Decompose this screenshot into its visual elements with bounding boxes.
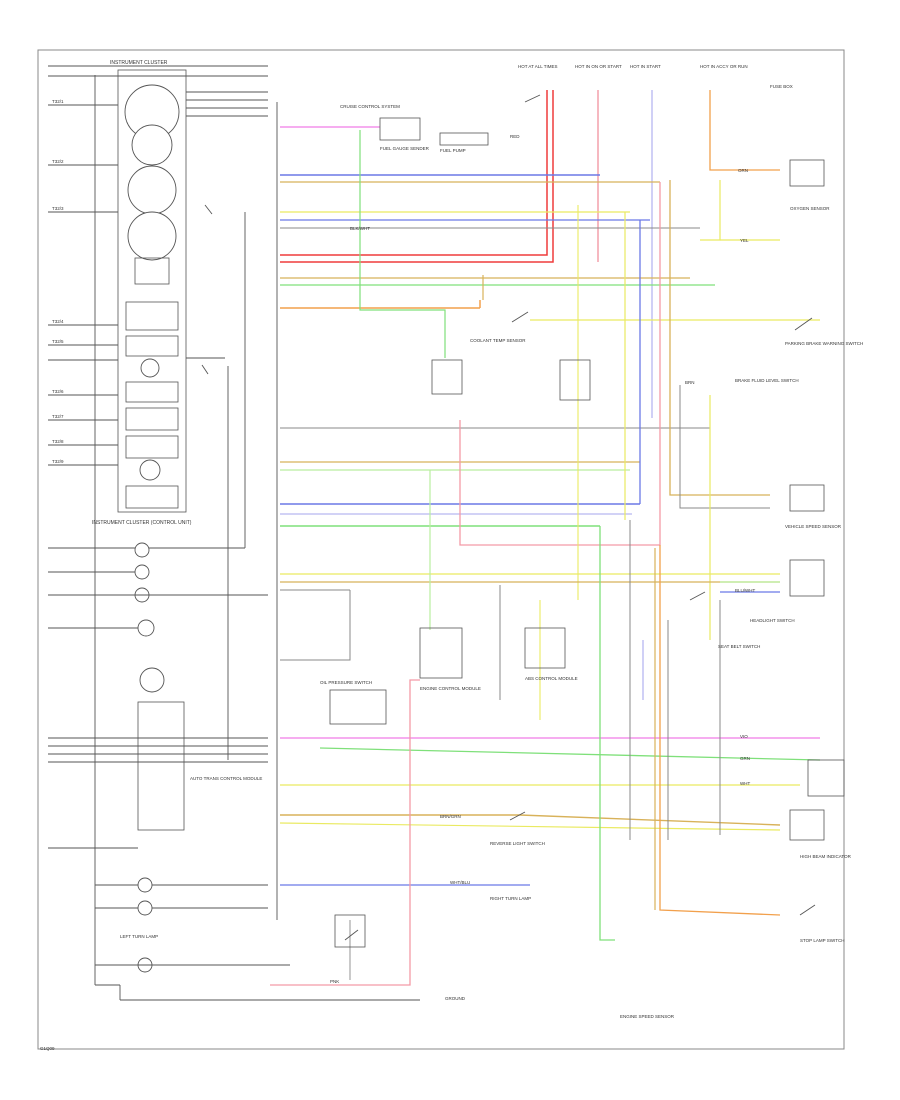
lamp-bulb — [137, 877, 153, 893]
temp-gauge — [127, 211, 177, 261]
component-label: HIGH BEAM INDICATOR — [800, 854, 852, 859]
diagram-frame — [37, 49, 845, 1050]
engine-speed-sensor-block — [419, 627, 463, 679]
lamp-bulb — [134, 542, 150, 558]
component-label: SEAT BELT SWITCH — [718, 644, 760, 649]
cruise-control-block — [439, 132, 489, 146]
conn-label: T32/2 — [52, 159, 64, 164]
component-label: ABS CONTROL MODULE — [525, 676, 578, 681]
cluster-caption: INSTRUMENT CLUSTER (CONTROL UNIT) — [92, 520, 192, 526]
component-label: REVERSE LIGHT SWITCH — [490, 841, 545, 846]
component-label: HEADLIGHT SWITCH — [750, 618, 795, 623]
left-connector-stubs — [48, 104, 118, 466]
oxygen-sensor-block — [789, 159, 825, 187]
components — [329, 117, 845, 948]
component-label: ENGINE CONTROL MODULE — [420, 686, 481, 691]
reverse-switch-block — [334, 914, 366, 948]
wire-label: WHT — [740, 781, 750, 786]
coolant-sensor-block — [431, 359, 463, 395]
footer-tag: G1Q09 — [40, 1046, 55, 1051]
component-label: VEHICLE SPEED SENSOR — [785, 524, 842, 529]
headlight-switch-block — [789, 809, 825, 841]
brake-fluid-switch-block — [789, 484, 825, 512]
wire-label: ORN — [738, 168, 748, 173]
lamp-bulb — [137, 619, 155, 637]
lamp-bulb — [134, 564, 150, 580]
conn-label: T32/5 — [52, 339, 64, 344]
cluster-header: INSTRUMENT CLUSTER — [110, 60, 168, 66]
wire-label: BRN/GRN — [440, 814, 461, 819]
wire-label: BLK/WHT — [350, 226, 370, 231]
text-labels: HOT AT ALL TIMES HOT IN ON OR START HOT … — [120, 64, 863, 1019]
fuse-label: HOT AT ALL TIMES — [518, 64, 558, 69]
auto-control-unit — [137, 701, 185, 831]
instrument-cluster: INSTRUMENT CLUSTER INSTRUMENT CLUSTER (C… — [48, 60, 268, 760]
component-label: STOP LAMP SWITCH — [800, 938, 845, 943]
component-label: FUEL PUMP — [440, 148, 466, 153]
wire-label: GRN — [740, 756, 750, 761]
component-label: FUEL GAUGE SENDER — [380, 146, 430, 151]
wire-label: PNK — [330, 979, 339, 984]
conn-label: T32/9 — [52, 459, 64, 464]
fuse-label: HOT IN ACCY OR RUN — [700, 64, 748, 69]
wire-label: RED — [510, 134, 520, 139]
fuel-gauge — [127, 165, 177, 215]
wire-label: WHT/BLU — [450, 880, 470, 885]
component-label: PARKING BRAKE WARNING SWITCH — [785, 341, 863, 346]
conn-label: T32/4 — [52, 319, 64, 324]
conn-label: T32/8 — [52, 439, 64, 444]
colored-wires — [270, 90, 821, 986]
fuse-label: HOT IN START — [630, 64, 661, 69]
component-label: CRUISE CONTROL SYSTEM — [340, 104, 400, 109]
component-label: BRAKE FLUID LEVEL SWITCH — [735, 378, 799, 383]
abs-module-block — [524, 627, 566, 669]
switches — [344, 94, 816, 941]
wire-label: BRN — [685, 380, 695, 385]
component-label: LEFT TURN LAMP — [120, 934, 158, 939]
wire-label: BLU/WHT — [735, 588, 756, 593]
fuel-pump-block — [559, 359, 591, 401]
fuse-box-label: FUSE BOX — [770, 84, 793, 89]
odometer-display — [134, 257, 170, 285]
vehicle-speed-sensor-block — [789, 559, 825, 597]
component-label: GROUND — [445, 996, 466, 1001]
fuel-gauge-sender-block — [379, 117, 421, 141]
conn-label: T32/6 — [52, 389, 64, 394]
conn-label: T32/1 — [52, 99, 64, 104]
conn-label: T32/3 — [52, 206, 64, 211]
component-label: OIL PRESSURE SWITCH — [320, 680, 372, 685]
component-label: RIGHT TURN LAMP — [490, 896, 531, 901]
component-label: ENGINE SPEED SENSOR — [620, 1014, 675, 1019]
component-label: OXYGEN SENSOR — [790, 206, 830, 211]
lower-left-components: G1Q09 — [40, 75, 420, 1051]
lamp-bulb — [139, 667, 165, 693]
fuse-label: HOT IN ON OR START — [575, 64, 622, 69]
tachometer-gauge — [131, 124, 173, 166]
component-label: AUTO TRANS CONTROL MODULE — [190, 776, 262, 781]
ground-block — [807, 759, 845, 797]
warning-lamp — [140, 358, 160, 378]
auto-trans-block — [329, 689, 387, 725]
conn-label: T32/7 — [52, 414, 64, 419]
wire-label: YEL — [740, 238, 749, 243]
component-label: COOLANT TEMP SENSOR — [470, 338, 526, 343]
lamp-bulb — [137, 900, 153, 916]
wire-label: VIO — [740, 734, 748, 739]
indicator-lamp — [139, 459, 161, 481]
